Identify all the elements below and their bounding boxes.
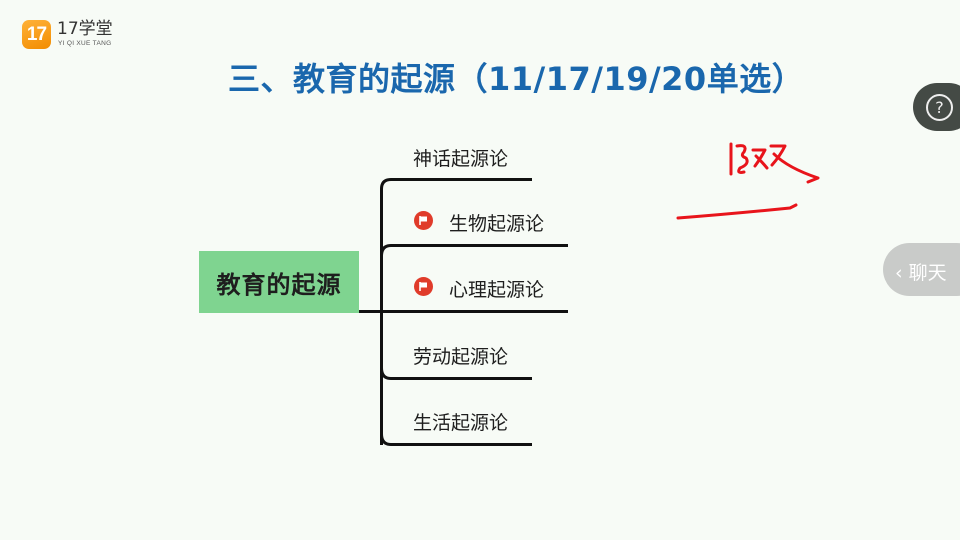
chat-button[interactable] <box>883 243 960 296</box>
mindmap-root-node: 教育的起源 <box>199 251 359 313</box>
help-icon[interactable]: ? <box>926 94 953 121</box>
branch-biological-origin: 生物起源论 <box>449 213 545 235</box>
root-label: 教育的起源 <box>216 270 342 299</box>
chat-button-label[interactable]: ‹ 聊天 <box>895 258 947 285</box>
root-connector <box>359 310 568 313</box>
handwritten-annotation <box>676 142 820 220</box>
slide-title: 三、教育的起源（11/17/19/20单选） <box>228 60 805 98</box>
branch-life-origin: 生活起源论 <box>413 412 509 434</box>
branch-psychological-origin: 心理起源论 <box>449 279 545 301</box>
chat-label: 聊天 <box>908 262 947 284</box>
red-flag-icon <box>414 277 433 296</box>
logo-subtitle: YI QI XUE TANG <box>58 40 112 47</box>
chevron-left-icon: ‹ <box>895 262 903 284</box>
logo-name: 17学堂 <box>57 19 113 39</box>
red-flag-icon <box>414 211 433 230</box>
branch-myth-origin: 神话起源论 <box>413 148 509 170</box>
mindmap-connectors <box>380 178 568 446</box>
branch-labor-origin: 劳动起源论 <box>413 346 509 368</box>
logo-mark: 17 <box>22 20 51 49</box>
